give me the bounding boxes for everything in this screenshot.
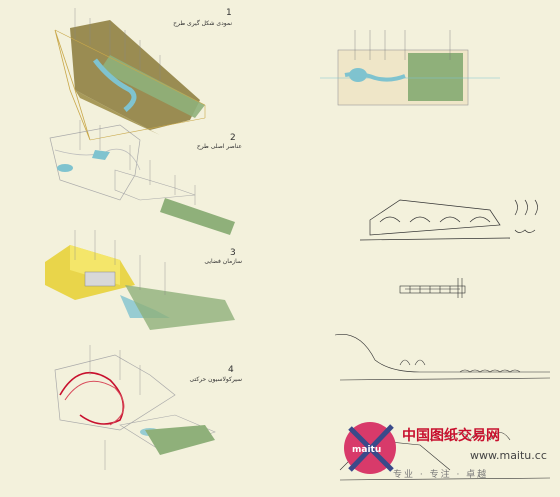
sketch-landscape-section xyxy=(334,333,551,381)
diagram-1-massing xyxy=(54,8,206,141)
watermark-text: 中国图纸交易网 xyxy=(402,428,500,444)
diagram-4-title: سیرکولاسیون حرکتی xyxy=(189,376,242,383)
diagram-2-title: عناصر اصلی طرح xyxy=(196,143,242,150)
diagram-2-elements xyxy=(49,120,235,235)
maitu-logo xyxy=(344,422,396,474)
sketch-section-building xyxy=(359,199,538,241)
sketch-section-bar xyxy=(399,278,466,298)
diagram-1-number: 1 xyxy=(226,8,232,18)
diagram-4-circulation xyxy=(54,345,216,470)
watermark-url: www.maitu.cc xyxy=(470,449,547,462)
sketch-column xyxy=(320,30,551,481)
diagram-3-number: 3 xyxy=(230,248,236,258)
diagram-4-number: 4 xyxy=(228,365,234,375)
diagram-1-title: نمودی شکل گیری طرح xyxy=(173,20,232,27)
diagram-3-spatial xyxy=(45,230,235,330)
axonometric-diagrams xyxy=(45,8,235,470)
maitu-logo-text: maitu xyxy=(352,445,382,455)
site-plan xyxy=(320,30,500,106)
diagram-2-number: 2 xyxy=(230,133,236,143)
diagram-3-title: سازمان فضایی xyxy=(204,258,242,265)
watermark-slogan: 专业 · 专注 · 卓越 xyxy=(393,470,489,480)
